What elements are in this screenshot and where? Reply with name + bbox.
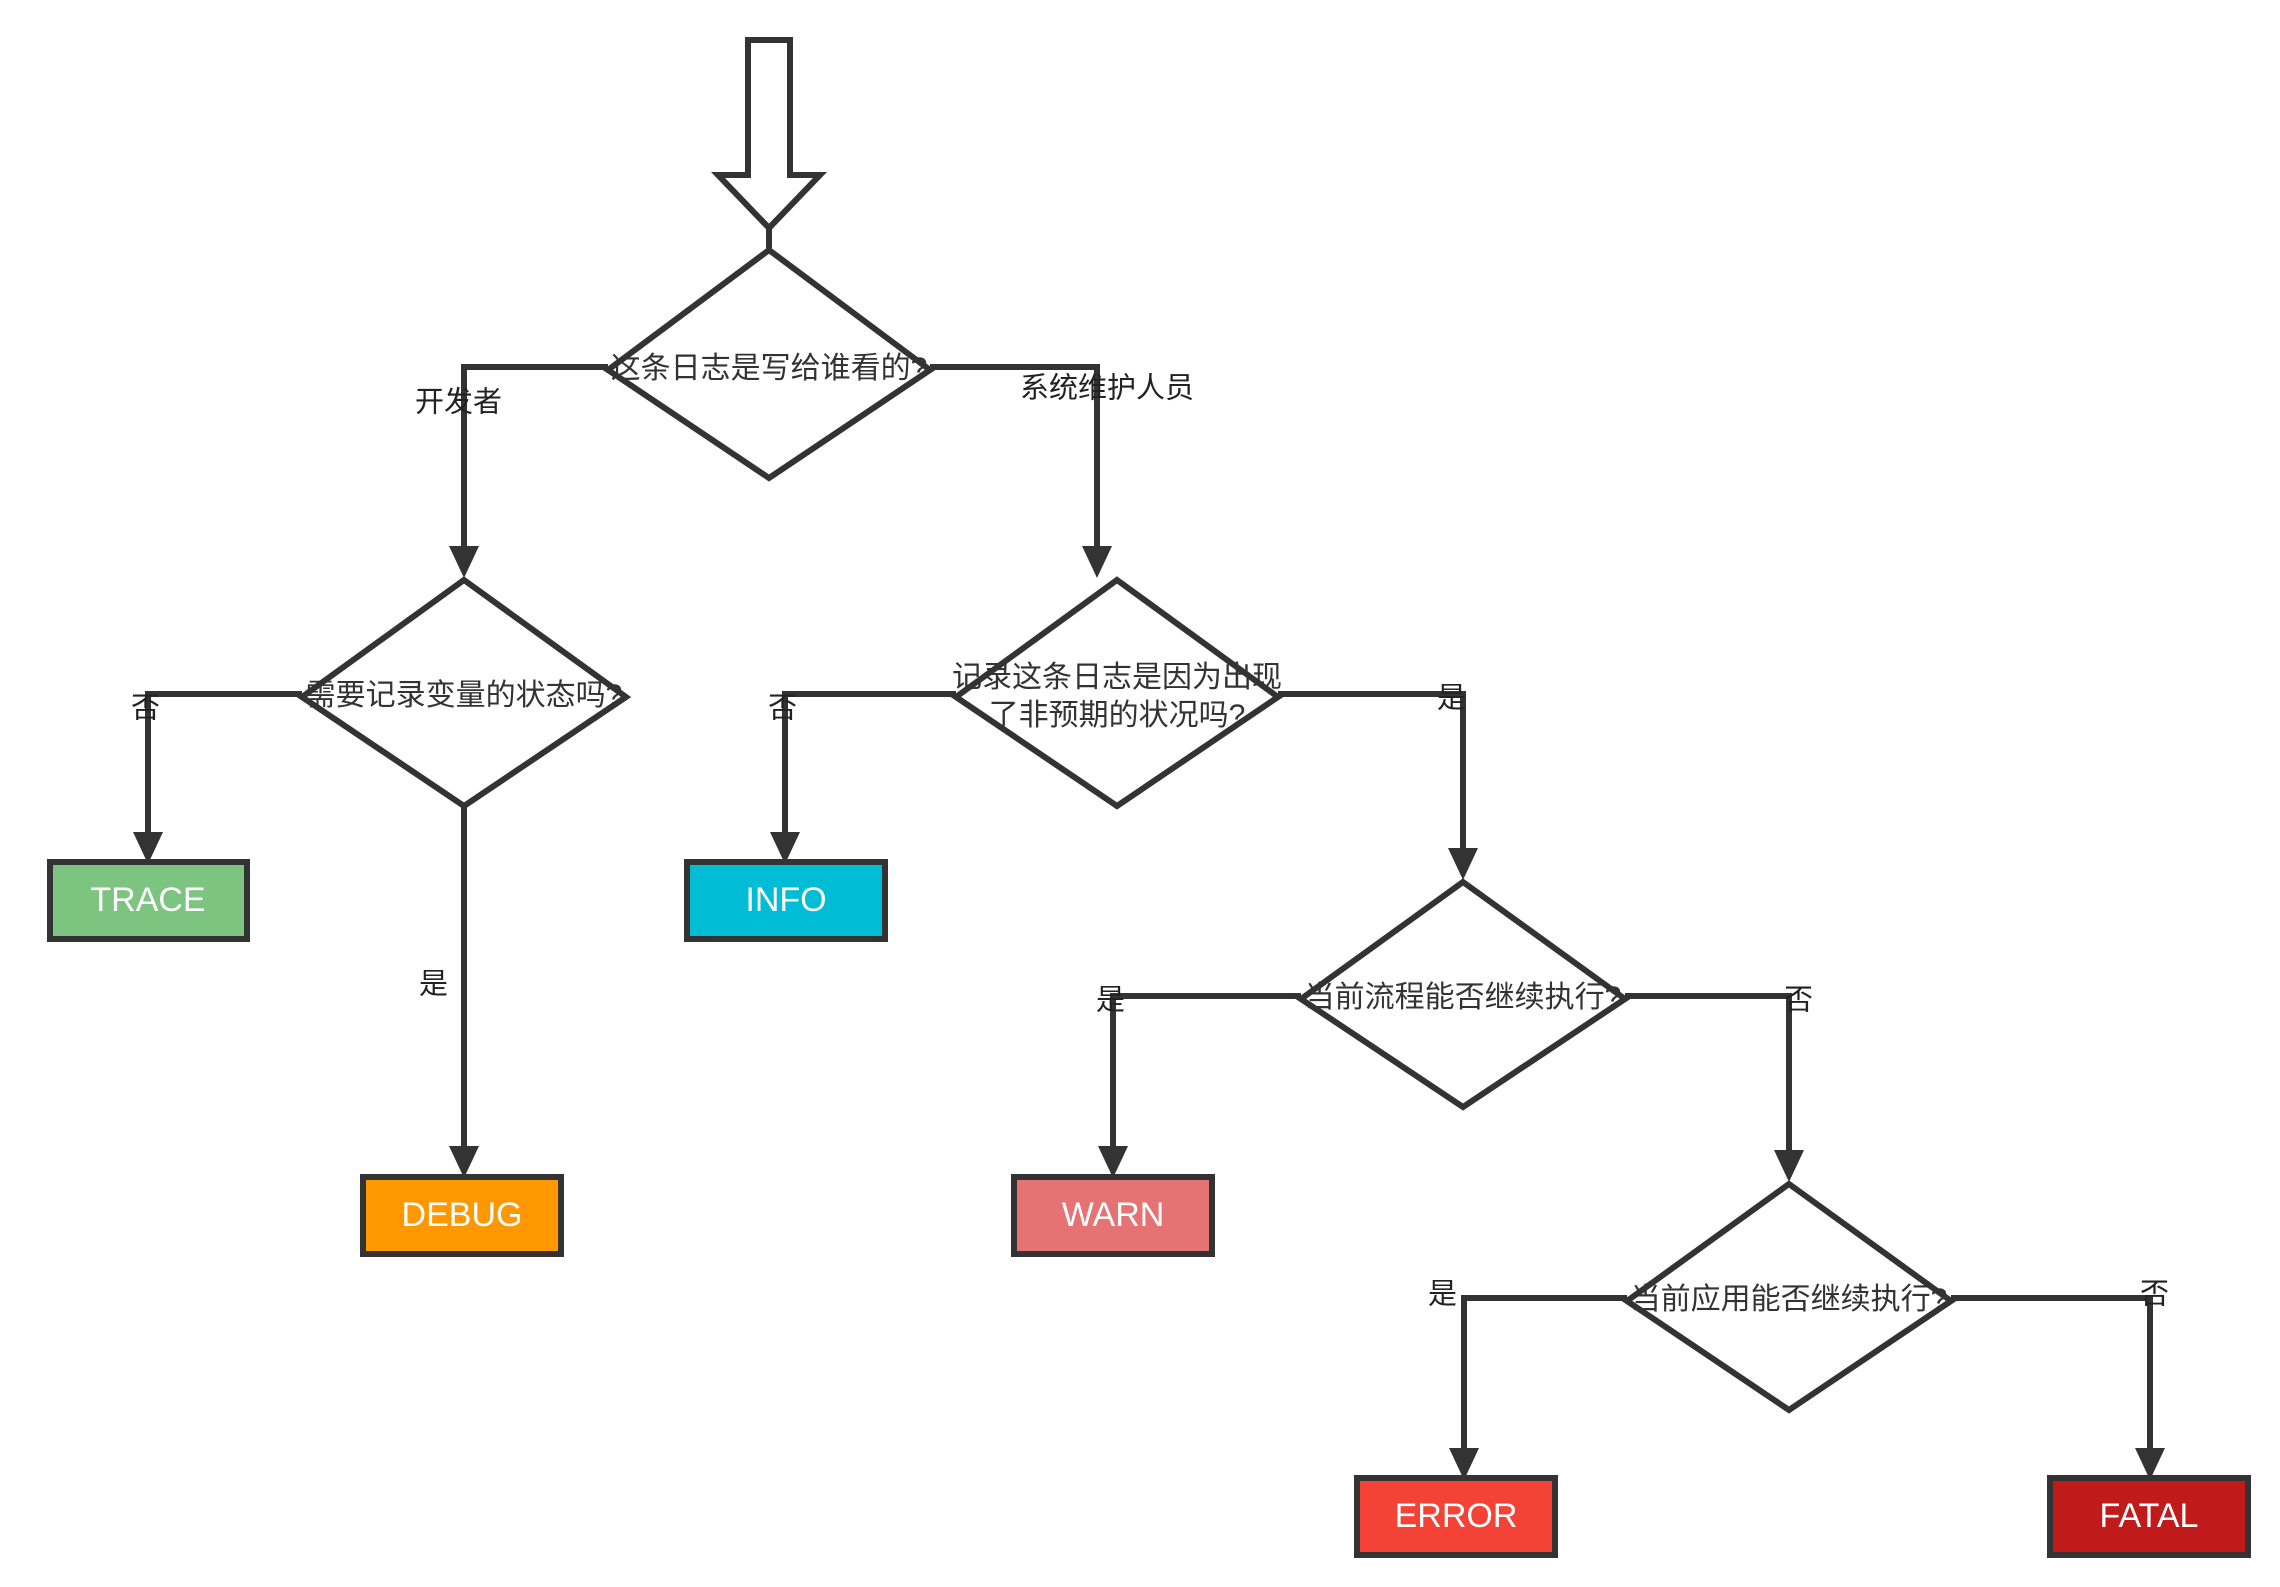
edge-label-d4-yes: 是 bbox=[1096, 985, 1125, 1017]
start-down-arrow-icon bbox=[710, 37, 828, 233]
edge-label-d1-right: 系统维护人员 bbox=[1020, 372, 1194, 405]
edge-d2-to-trace: 否 bbox=[131, 691, 302, 864]
edge-label-d2-no: 否 bbox=[131, 693, 160, 725]
terminal-debug[interactable]: DEBUG bbox=[360, 1174, 564, 1257]
edge-d3-to-info: 否 bbox=[768, 691, 956, 864]
edge-d4-to-warn: 是 bbox=[1096, 985, 1301, 1178]
decision-d5[interactable]: 当前应用能否继续执行? bbox=[1621, 1180, 1957, 1414]
decision-d3[interactable]: 记录这条日志是因为出现 了非预期的状况吗? bbox=[950, 576, 1284, 810]
edge-d2-to-debug: 是 bbox=[419, 806, 479, 1178]
terminal-warn-label: WARN bbox=[1062, 1196, 1165, 1234]
edge-label-d5-no: 否 bbox=[2140, 1279, 2169, 1311]
edge-label-d3-no: 否 bbox=[768, 693, 797, 725]
edge-label-d4-no: 否 bbox=[1784, 985, 1813, 1017]
edge-d4-to-d5: 否 bbox=[1625, 985, 1813, 1182]
terminal-fatal-box bbox=[2047, 1475, 2251, 1558]
terminal-info[interactable]: INFO bbox=[684, 859, 888, 942]
terminal-debug-label: DEBUG bbox=[402, 1196, 523, 1234]
decision-d5-label: 当前应用能否继续执行? bbox=[1631, 1283, 1948, 1316]
terminal-warn-box bbox=[1011, 1174, 1215, 1257]
decision-d2[interactable]: 需要记录变量的状态吗? bbox=[296, 576, 632, 810]
decision-d4-label: 当前流程能否继续执行? bbox=[1305, 981, 1622, 1014]
edge-label-d3-yes: 是 bbox=[1437, 683, 1466, 715]
edge-d1-to-d2: 开发者 bbox=[415, 364, 608, 578]
edge-d3-to-d4: 是 bbox=[1278, 683, 1478, 880]
terminal-fatal[interactable]: FATAL bbox=[2047, 1475, 2251, 1558]
terminal-fatal-label: FATAL bbox=[2100, 1497, 2199, 1535]
edge-label-d2-yes: 是 bbox=[419, 969, 448, 1001]
decision-d1-label: 这条日志是写给谁看的? bbox=[611, 352, 928, 385]
decision-d4[interactable]: 当前流程能否继续执行? bbox=[1295, 878, 1631, 1111]
terminal-info-box bbox=[684, 859, 888, 942]
terminal-trace[interactable]: TRACE bbox=[47, 859, 250, 942]
edge-d5-to-fatal: 否 bbox=[1951, 1279, 2169, 1480]
decision-d1[interactable]: 这条日志是写给谁看的? bbox=[602, 246, 936, 482]
terminal-error-label: ERROR bbox=[1395, 1497, 1518, 1535]
terminal-warn[interactable]: WARN bbox=[1011, 1174, 1215, 1257]
decision-d3-label-line1: 记录这条日志是因为出现 bbox=[952, 661, 1282, 694]
decision-d3-label-line2: 了非预期的状况吗? bbox=[989, 699, 1246, 732]
decision-d2-label: 需要记录变量的状态吗? bbox=[306, 679, 623, 712]
edge-label-d1-left: 开发者 bbox=[415, 386, 502, 419]
terminal-error[interactable]: ERROR bbox=[1354, 1475, 1558, 1558]
edge-d5-to-error: 是 bbox=[1428, 1279, 1627, 1480]
terminal-error-box bbox=[1354, 1475, 1558, 1558]
terminal-trace-label: TRACE bbox=[90, 881, 205, 919]
terminal-debug-box bbox=[360, 1174, 564, 1257]
edge-d1-to-d3: 系统维护人员 bbox=[930, 364, 1194, 578]
edge-label-d5-yes: 是 bbox=[1428, 1279, 1457, 1311]
terminal-info-label: INFO bbox=[745, 881, 826, 919]
terminal-trace-box bbox=[47, 859, 250, 942]
